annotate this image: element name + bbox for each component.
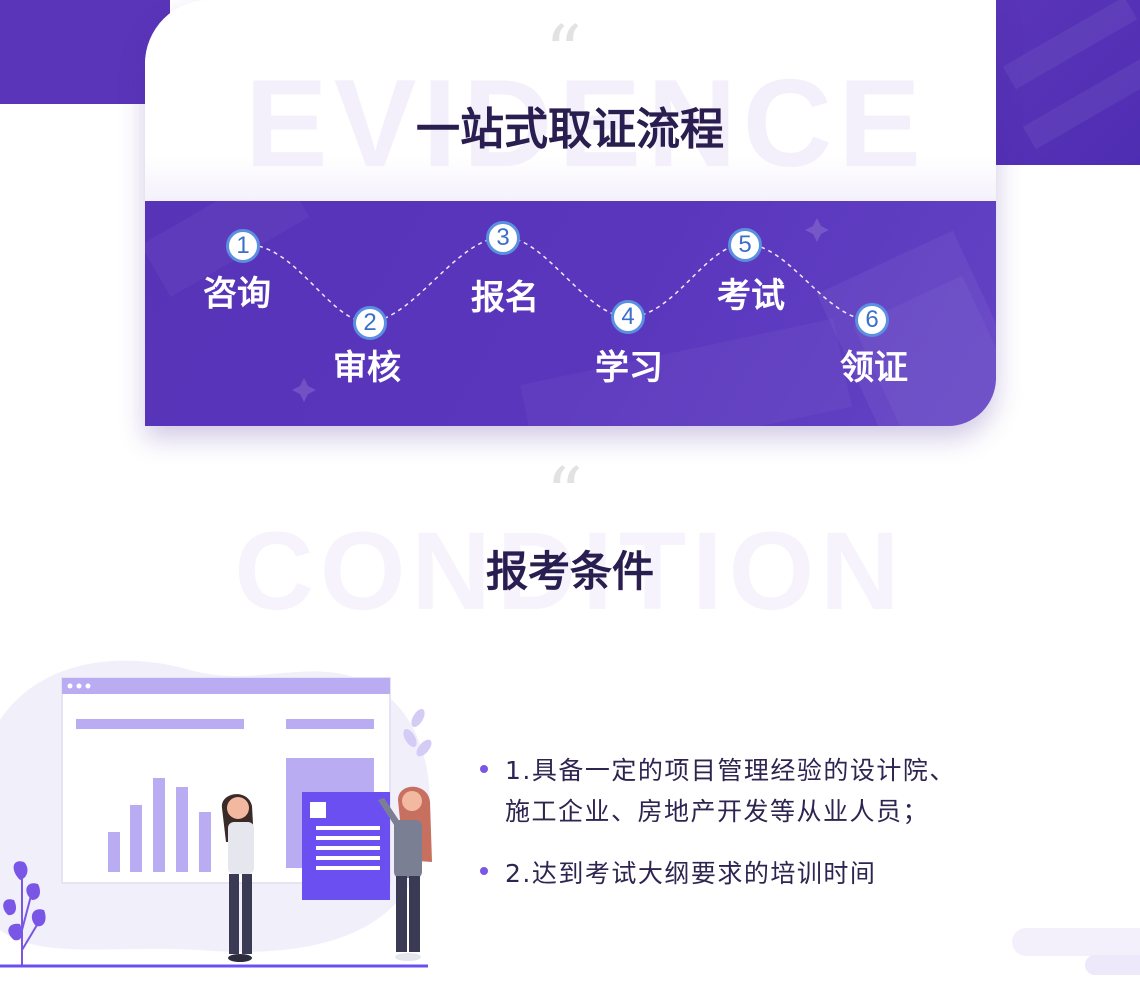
step-3-label: 报名 [471,278,539,318]
condition-2-line-1: 2.达到考试大纲要求的培训时间 [505,859,877,888]
panel-decoration-icon [145,201,996,426]
conditions-title: 报考条件 [485,547,654,596]
step-6-number: 6 [855,303,889,337]
step-3-number: 3 [486,221,520,255]
header-band-right [990,0,1140,165]
process-card: EVIDENCE “ 一站式取证流程 1 咨询 2 审核 3 报名 4 学习 5… [145,0,996,426]
step-2-number: 2 [353,306,387,340]
quote-mark-icon: “ [545,10,582,94]
step-1-label: 咨询 [203,274,271,314]
step-2-label: 审核 [333,348,401,388]
step-5-label: 考试 [717,276,785,316]
people-with-chart-illustration-icon [0,660,432,968]
condition-1-line-2: 施工企业、房地产开发等从业人员； [505,797,930,826]
step-6-label: 领证 [840,348,908,388]
process-steps-panel [145,201,996,426]
header-band-left [0,0,170,104]
evidence-watermark: EVIDENCE [245,55,927,193]
condition-watermark: CONDITION [234,510,906,633]
process-card-header [145,0,996,201]
condition-1-line-1: 1.具备一定的项目管理经验的设计院、 [505,756,956,785]
step-5-number: 5 [728,228,762,262]
step-4-number: 4 [611,300,645,334]
process-title: 一站式取证流程 [416,104,724,155]
conditions-quote-mark-icon: “ [546,452,583,536]
condition-2-bullet [480,867,488,875]
decorative-pill [1085,955,1140,975]
step-1-number: 1 [226,229,260,263]
decorative-pill [1012,928,1140,956]
condition-1-bullet [480,765,488,773]
step-4-label: 学习 [595,348,663,388]
